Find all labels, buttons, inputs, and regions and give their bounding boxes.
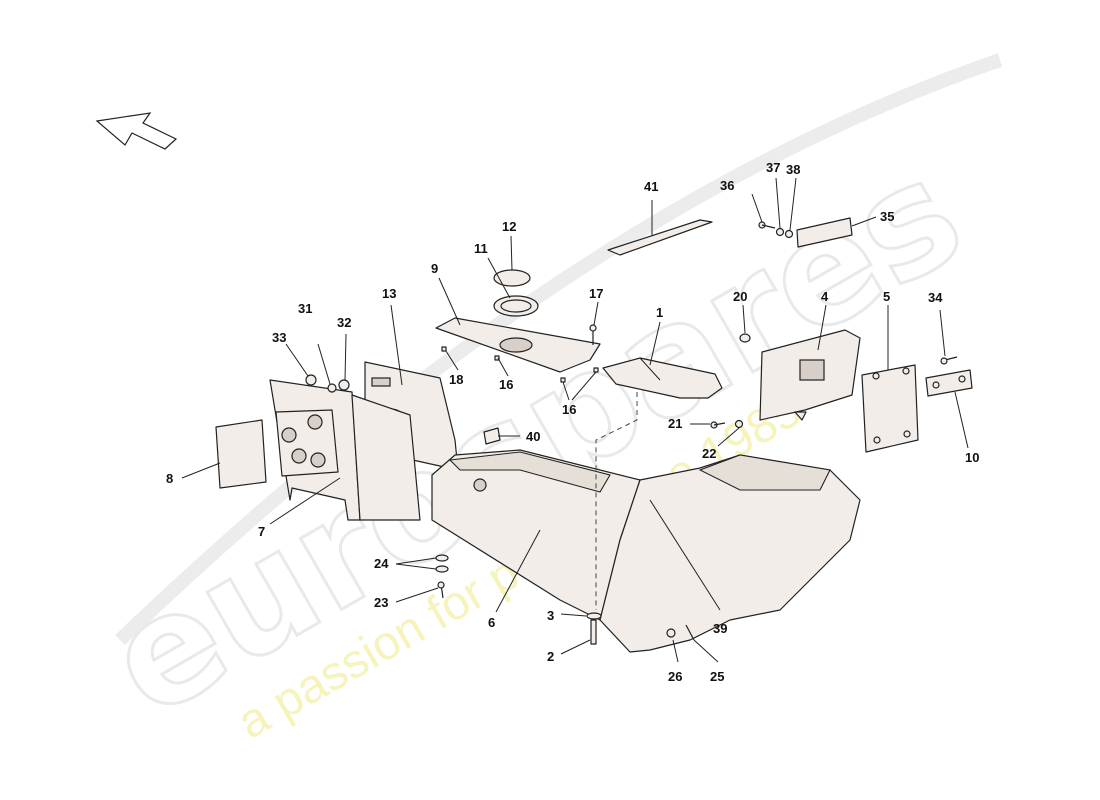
part-24-washer <box>435 565 449 573</box>
callout-36: 36 <box>720 178 734 193</box>
part-23-bolt-head <box>437 581 445 589</box>
part-41-trim-strip <box>607 219 713 256</box>
callout-25: 25 <box>710 669 724 684</box>
part-1-detail <box>639 357 661 381</box>
part-32-nut <box>338 379 350 391</box>
callout-26: 26 <box>668 669 682 684</box>
part-7-speaker-board <box>275 409 339 477</box>
speaker-icon <box>310 452 326 468</box>
callout-12: 12 <box>502 219 516 234</box>
part-39-top-edge <box>698 454 831 491</box>
callout-2: 2 <box>547 649 554 664</box>
callout-18: 18 <box>449 372 463 387</box>
part-36-screw-shank <box>761 224 776 229</box>
direction-arrow-icon <box>95 112 178 150</box>
callout-7: 7 <box>258 524 265 539</box>
part-5-hole <box>902 367 910 375</box>
part-26-washer <box>666 628 676 638</box>
callout-16b: 16 <box>562 402 576 417</box>
callout-32: 32 <box>337 315 351 330</box>
part-4-tab <box>794 411 807 421</box>
part-1-armrest <box>602 357 723 399</box>
part-5-hole <box>873 436 881 444</box>
callout-10: 10 <box>965 450 979 465</box>
callout-22: 22 <box>702 446 716 461</box>
callout-40: 40 <box>526 429 540 444</box>
part-8-cover <box>215 419 267 489</box>
part-33-plug <box>305 374 317 386</box>
part-24-washer <box>435 554 449 562</box>
part-10-hole <box>958 375 966 383</box>
callout-38: 38 <box>786 162 800 177</box>
callout-23: 23 <box>374 595 388 610</box>
alignment-line <box>595 392 638 610</box>
part-40-plate <box>483 427 501 445</box>
speaker-icon <box>281 427 297 443</box>
callout-1: 1 <box>656 305 663 320</box>
part-5-hole <box>872 372 880 380</box>
callout-21: 21 <box>668 416 682 431</box>
watermark: eurospares a passion for parts since 198… <box>80 53 1003 753</box>
callout-9: 9 <box>431 261 438 276</box>
part-5-hole <box>903 430 911 438</box>
callout-39: 39 <box>713 621 727 636</box>
callout-5: 5 <box>883 289 890 304</box>
part-9-opening <box>499 337 533 353</box>
callout-24: 24 <box>374 556 389 571</box>
callout-16a: 16 <box>499 377 513 392</box>
part-5-plate <box>861 364 919 453</box>
part-34-bolt-head <box>940 357 948 365</box>
part-3-washer <box>586 612 602 620</box>
callout-8: 8 <box>166 471 173 486</box>
part-4-connector <box>799 359 825 381</box>
part-16-clip <box>560 377 566 383</box>
part-11-ring-inner <box>500 299 532 313</box>
speaker-icon <box>307 414 323 430</box>
part-6-console-top <box>448 451 611 493</box>
part-25-screw <box>685 624 695 641</box>
part-16-clip <box>593 367 599 373</box>
part-21-shank <box>713 422 726 426</box>
part-10-hole <box>932 381 940 389</box>
part-22-washer <box>734 419 744 429</box>
part-16-clip <box>494 355 500 361</box>
part-12-cover <box>493 269 531 287</box>
part-35-plate <box>796 217 853 248</box>
callout-20: 20 <box>733 289 747 304</box>
speaker-icon <box>291 448 307 464</box>
part-31-washer <box>327 383 337 393</box>
part-37-washer <box>775 227 785 237</box>
part-10-bracket <box>925 369 973 397</box>
callout-37: 37 <box>766 160 780 175</box>
leader-lines <box>181 177 969 663</box>
callout-3: 3 <box>547 608 554 623</box>
callout-33: 33 <box>272 330 286 345</box>
part-2-bolt <box>590 619 597 645</box>
callout-4: 4 <box>821 289 829 304</box>
part-38-nut <box>784 229 794 239</box>
callout-labels: 41 36 37 38 35 12 11 9 17 1 20 4 5 34 10… <box>166 160 979 684</box>
part-17-bolt-head <box>589 324 597 332</box>
part-6-knob <box>473 478 487 492</box>
callout-11: 11 <box>474 241 488 256</box>
part-18-clip <box>441 346 447 352</box>
callout-31: 31 <box>298 301 312 316</box>
callout-13: 13 <box>382 286 396 301</box>
callout-34: 34 <box>928 290 943 305</box>
part-20-clip <box>739 333 751 343</box>
callout-17: 17 <box>589 286 603 301</box>
callout-6: 6 <box>488 615 495 630</box>
callout-41: 41 <box>644 179 658 194</box>
part-7-side-wall <box>351 394 421 521</box>
callout-35: 35 <box>880 209 894 224</box>
part-13-switch <box>371 377 391 387</box>
